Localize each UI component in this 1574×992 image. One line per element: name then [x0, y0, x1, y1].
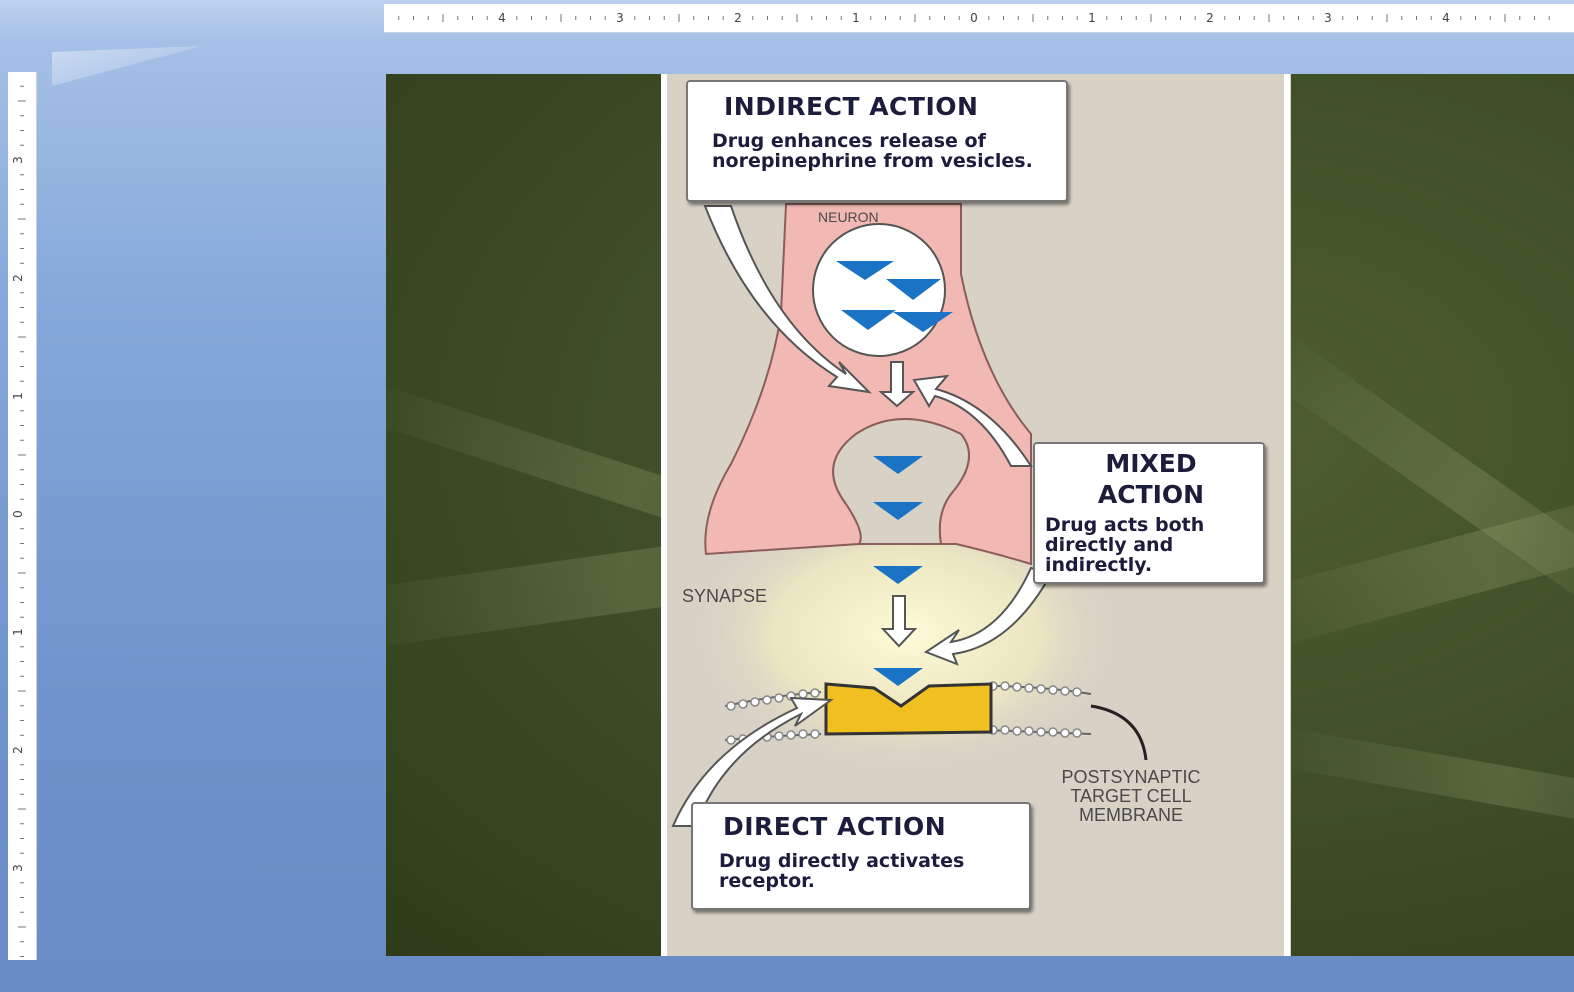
ruler-label: 0 [970, 11, 978, 25]
ruler-label: 4 [1442, 11, 1450, 25]
horizontal-ruler[interactable]: 4 3 2 1 0 1 2 3 4 [384, 4, 1574, 33]
mixed-action-body: Drug acts both directly and indirectly. [1045, 516, 1257, 576]
ruler-label: 3 [1324, 11, 1332, 25]
ruler-label: 3 [11, 156, 25, 164]
diagram-image[interactable]: INDIRECT ACTION Drug enhances release of… [661, 74, 1291, 956]
ruler-label: 1 [11, 392, 25, 400]
background-streak [1263, 724, 1574, 847]
ruler-label: 3 [616, 11, 624, 25]
mixed-action-callout[interactable]: MIXED ACTION Drug acts both directly and… [1033, 442, 1265, 584]
mixed-action-title: MIXED ACTION [1071, 448, 1231, 511]
slide-canvas[interactable]: INDIRECT ACTION Drug enhances release of… [386, 74, 1574, 956]
ruler-label: 2 [11, 274, 25, 282]
ruler-label: 1 [1088, 11, 1096, 25]
neuron-label: NEURON [818, 209, 879, 225]
ruler-label: 2 [11, 746, 25, 754]
indirect-action-body: Drug enhances release of norepinephrine … [712, 132, 1042, 172]
vertical-ruler[interactable]: 3 2 1 0 1 2 3 [8, 72, 37, 960]
direct-action-title: DIRECT ACTION [723, 812, 946, 841]
synapse-label: SYNAPSE [682, 586, 767, 607]
ruler-label: 0 [11, 510, 25, 518]
direct-action-callout[interactable]: DIRECT ACTION Drug directly activates re… [691, 802, 1031, 910]
ruler-label: 3 [11, 864, 25, 872]
indirect-action-callout[interactable]: INDIRECT ACTION Drug enhances release of… [686, 80, 1068, 202]
direct-action-body: Drug directly activates receptor. [719, 852, 999, 892]
ruler-label: 2 [1206, 11, 1214, 25]
membrane-label: POSTSYNAPTIC TARGET CELL MEMBRANE [1041, 768, 1221, 825]
indirect-action-title: INDIRECT ACTION [724, 92, 978, 121]
ruler-label: 1 [852, 11, 860, 25]
ruler-label: 2 [734, 11, 742, 25]
ruler-label: 1 [11, 628, 25, 636]
window-gloss [52, 46, 202, 86]
ruler-label: 4 [498, 11, 506, 25]
